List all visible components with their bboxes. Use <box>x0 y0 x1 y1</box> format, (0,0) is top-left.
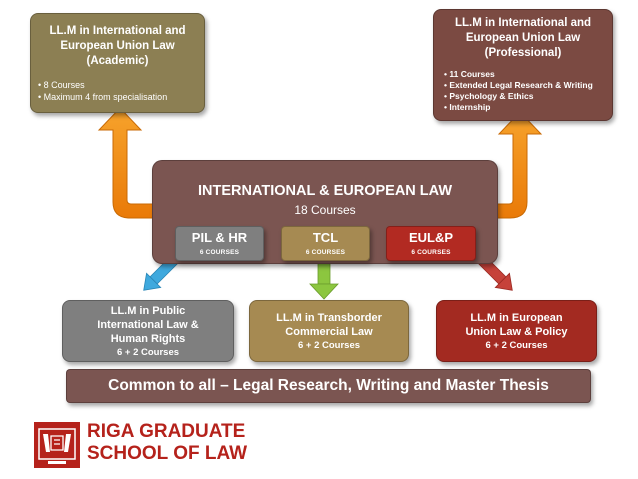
academic-bullet: • Maximum 4 from specialisation <box>38 92 168 102</box>
academic-title-line: LL.M in International and <box>49 25 186 37</box>
specialisation-courses: 6 + 2 Courses <box>116 347 180 358</box>
specialisation-title-line: Human Rights <box>110 333 186 345</box>
rgsl-emblem-icon <box>34 422 80 468</box>
professional-bullet: • Extended Legal Research & Writing <box>444 80 593 90</box>
specialisation-courses: 6 + 2 Courses <box>485 340 548 351</box>
track-eulp: EUL&P 6 Courses <box>386 226 476 261</box>
center-courses: 18 Courses <box>294 203 356 217</box>
professional-bullet: • Internship <box>444 102 491 112</box>
specialisation-title-line: LL.M in Public <box>110 305 186 317</box>
track-label: PIL & HR <box>191 230 248 245</box>
professional-title-line: (Professional) <box>484 47 562 59</box>
professional-title-line: LL.M in International and <box>454 17 592 29</box>
arrow-to-professional <box>496 111 543 219</box>
center-title: INTERNATIONAL & EUROPEAN LAW <box>197 183 453 199</box>
track-courses: 6 Courses <box>199 249 240 256</box>
professional-title-line: European Union Law <box>465 32 581 44</box>
specialisation-title-line: Union Law & Policy <box>465 326 568 338</box>
track-tcl: TCL 6 Courses <box>281 226 370 261</box>
academic-bullet: • 8 Courses <box>38 80 85 90</box>
rgsl-name-line-2: SCHOOL OF LAW <box>87 443 248 464</box>
track-courses: 6 Courses <box>305 249 346 256</box>
specialisation-eulp-box: LL.M in European Union Law & Policy 6 + … <box>436 300 597 362</box>
rgsl-name-line-1: RIGA GRADUATE <box>87 421 246 442</box>
common-to-all-text: Common to all – Legal Research, Writing … <box>108 377 549 394</box>
academic-title-line: (Academic) <box>86 55 149 67</box>
specialisation-tcl-box: LL.M in Transborder Commercial Law 6 + 2… <box>249 300 409 362</box>
specialisation-title-line: International Law & <box>97 319 199 331</box>
track-label: EUL&P <box>408 230 454 245</box>
rgsl-logo: RIGA GRADUATE SCHOOL OF LAW <box>34 421 274 469</box>
specialisation-courses: 6 + 2 Courses <box>297 340 361 351</box>
specialisation-title-line: LL.M in Transborder <box>276 312 382 324</box>
academic-llm-box: LL.M in International and European Union… <box>30 13 205 113</box>
arrow-to-tcl <box>309 257 339 300</box>
specialisation-title-line: LL.M in European <box>470 312 563 324</box>
arrow-to-academic <box>97 107 164 219</box>
track-label: TCL <box>312 230 339 245</box>
specialisation-pil-hr-box: LL.M in Public International Law & Human… <box>62 300 234 362</box>
specialisation-title-line: Commercial Law <box>285 326 373 338</box>
common-to-all-banner: Common to all – Legal Research, Writing … <box>66 369 591 403</box>
track-courses: 6 Courses <box>411 249 451 256</box>
professional-llm-box: LL.M in International and European Union… <box>433 9 613 121</box>
track-pil-hr: PIL & HR 6 Courses <box>175 226 264 261</box>
academic-title-line: European Union Law <box>60 40 175 52</box>
professional-bullet: • 11 Courses <box>444 69 495 79</box>
professional-bullet: • Psychology & Ethics <box>444 91 534 101</box>
